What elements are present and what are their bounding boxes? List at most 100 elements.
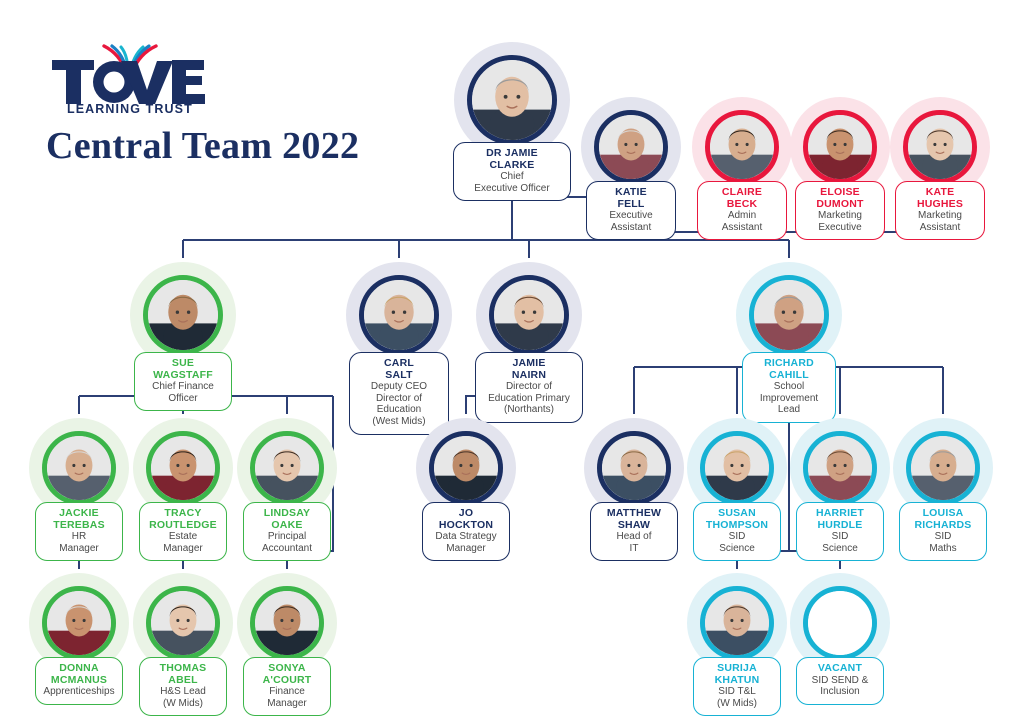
- node-role-line: SID: [934, 531, 952, 543]
- node-avatar[interactable]: [903, 110, 977, 184]
- node-name-line1: KATIE: [615, 186, 647, 198]
- node-role-line: SID SEND &: [811, 674, 869, 686]
- node-role-line: IT: [629, 542, 639, 554]
- node-avatar[interactable]: [146, 431, 220, 505]
- node-role-line: Apprenticeships: [43, 686, 115, 698]
- node-halo: [237, 418, 337, 518]
- node-halo: [133, 573, 233, 673]
- node-avatar[interactable]: [359, 275, 439, 355]
- node-avatar[interactable]: [803, 586, 877, 660]
- node-role-line: (Northants): [503, 404, 554, 416]
- node-name-line2: BECK: [726, 197, 758, 210]
- node-avatar[interactable]: [42, 586, 116, 660]
- node-halo: [687, 573, 787, 673]
- node-avatar[interactable]: [42, 431, 116, 505]
- node-role-line: Manager: [446, 542, 486, 554]
- node-avatar[interactable]: [803, 110, 877, 184]
- node-avatar[interactable]: [597, 431, 671, 505]
- node-name-line2: A'COURT: [262, 673, 312, 686]
- node-name-line2: HURDLE: [817, 518, 863, 531]
- node-name-line2: RICHARDS: [914, 518, 972, 531]
- node-avatar[interactable]: [705, 110, 779, 184]
- node-role-line: Marketing: [818, 210, 862, 222]
- node-avatar[interactable]: [250, 586, 324, 660]
- node-avatar[interactable]: [143, 275, 223, 355]
- node-name-line1: KATE: [925, 186, 955, 198]
- node-avatar[interactable]: [594, 110, 668, 184]
- node-avatar[interactable]: [906, 431, 980, 505]
- node-avatar[interactable]: [749, 275, 829, 355]
- node-halo: [893, 418, 993, 518]
- node-avatar[interactable]: [467, 55, 557, 145]
- node-name-line1: SUSAN: [718, 507, 756, 519]
- node-role-line: Deputy CEO: [370, 381, 428, 393]
- node-name-line2: MCMANUS: [50, 673, 108, 686]
- node-avatar[interactable]: [700, 431, 774, 505]
- node-role-line: Science: [719, 542, 755, 554]
- node-avatar[interactable]: [700, 586, 774, 660]
- node-role-line: SID: [831, 531, 849, 543]
- node-avatar[interactable]: [803, 431, 877, 505]
- node-role-line: Head of: [616, 531, 652, 543]
- node-halo: [133, 418, 233, 518]
- node-name-line2: TEREBAS: [53, 518, 105, 531]
- node-avatar[interactable]: [489, 275, 569, 355]
- node-halo: [130, 262, 236, 368]
- node-role-line: Executive: [818, 221, 862, 233]
- node-avatar[interactable]: [250, 431, 324, 505]
- node-role-line: Finance: [269, 686, 305, 698]
- node-name-line1: ELOISE: [820, 186, 860, 198]
- node-avatar[interactable]: [146, 586, 220, 660]
- node-avatar[interactable]: [429, 431, 503, 505]
- node-role-line: (West Mids): [372, 415, 426, 427]
- node-name-line1: LINDSAY: [263, 507, 311, 519]
- node-role-line: Director of Education: [375, 392, 423, 416]
- node-role-line: (W Mids): [717, 697, 757, 709]
- node-role-line: SID T&L: [718, 686, 756, 698]
